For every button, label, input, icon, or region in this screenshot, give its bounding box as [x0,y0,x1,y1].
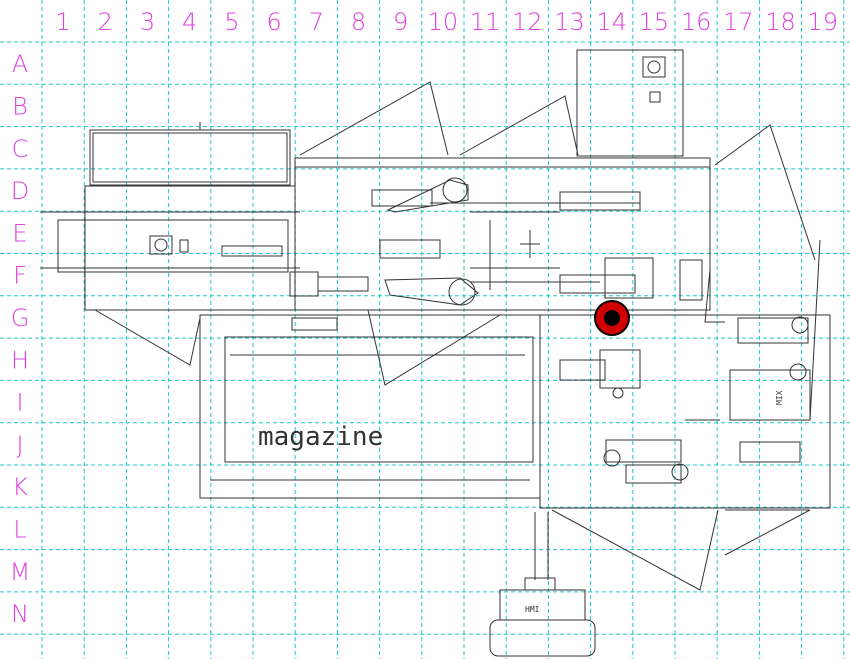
small-box [179,239,189,253]
grid-column-label: 6 [266,8,281,36]
grid-column-label: 12 [512,8,543,36]
tower-fan-box [642,56,666,78]
middle-motor-left [379,239,441,259]
magazine-bin [224,336,534,463]
lower-left-rod [317,276,369,292]
grid-column-label: 3 [140,8,155,36]
grid-column-label: 4 [182,8,197,36]
door-left [299,81,449,156]
hmi-label: HMI [525,605,540,614]
grid-row-label: J [16,431,23,459]
grid-column-label: 8 [351,8,366,36]
main-frame [294,157,711,311]
door-bottom-center [551,509,719,591]
lower-belt [384,277,479,306]
magazine-label: magazine [258,422,383,452]
tower-fan-icon [647,60,661,74]
upper-motor-right [559,191,641,211]
top-left-cabinet [89,129,291,186]
motor-lower-2-end [671,463,689,481]
grid-row-label: M [10,558,31,586]
grid-row-label: A [12,50,28,78]
grid-column-label: 18 [765,8,796,36]
grid-column-label: 5 [224,8,239,36]
motor-lower-1-end [603,449,621,467]
grid-column-label: 17 [723,8,754,36]
grid-row-label: F [13,262,27,290]
grid-column-label: 15 [639,8,670,36]
door-lower-left [94,309,201,366]
grid-column-label: 7 [309,8,324,36]
mix-box [729,369,811,421]
grid-row-label: E [12,219,27,247]
grid-column-label: 10 [428,8,459,36]
rod [221,245,283,257]
upper-motor-left [371,189,433,207]
mix-label: MIX [775,390,784,405]
top-right-tower [576,49,684,157]
machine-layout [40,49,831,657]
grid-row-label: D [11,177,29,205]
grid-column-label: 16 [681,8,712,36]
motor-right-top [737,317,809,344]
grid-row-label: I [16,389,23,417]
door-middle [459,95,579,156]
grid-row-label: N [11,600,29,628]
top-left-cabinet-inner [92,132,288,183]
grid-column-label: 9 [393,8,408,36]
right-lower-frame [539,314,831,509]
motor-right-top-end [791,316,809,334]
right-bracket [704,269,725,323]
fan-icon [154,238,168,252]
tower-small-box [649,91,661,103]
lower-unit-2 [559,359,606,381]
grid-column-label: 13 [554,8,585,36]
door-lower-center [367,309,501,386]
grid-row-label: G [11,304,30,332]
position-marker-center [604,310,620,326]
small-plate [291,317,338,331]
door-right [714,124,816,261]
motor-lower-1 [605,439,682,463]
upper-pulley [442,177,468,203]
hmi-base [489,619,596,657]
grid-row-label: H [11,346,29,374]
grid-column-label: 11 [470,8,501,36]
lower-pulley [448,278,476,306]
lower-motor-right [559,274,636,294]
grid-column-label: 19 [807,8,838,36]
motor-lower-right [739,441,801,463]
right-panel [679,259,703,301]
left-conveyor-belt [57,219,289,273]
grid-column-label: 1 [55,8,70,36]
grid-row-label: B [12,92,28,120]
grid-column-label: 2 [98,8,113,36]
grid-row-label: L [13,515,26,543]
fan-box [149,235,173,255]
motor-lower-2 [625,464,682,484]
small-circle [612,387,624,399]
grid-row-label: K [12,473,28,501]
grid-row-label: C [12,135,29,163]
door-bottom-right [724,509,811,556]
mix-box-knob [789,363,807,381]
upper-belt [386,179,469,213]
grid-column-label: 14 [596,8,627,36]
right-edge-line [809,239,821,421]
gearbox [604,257,654,299]
